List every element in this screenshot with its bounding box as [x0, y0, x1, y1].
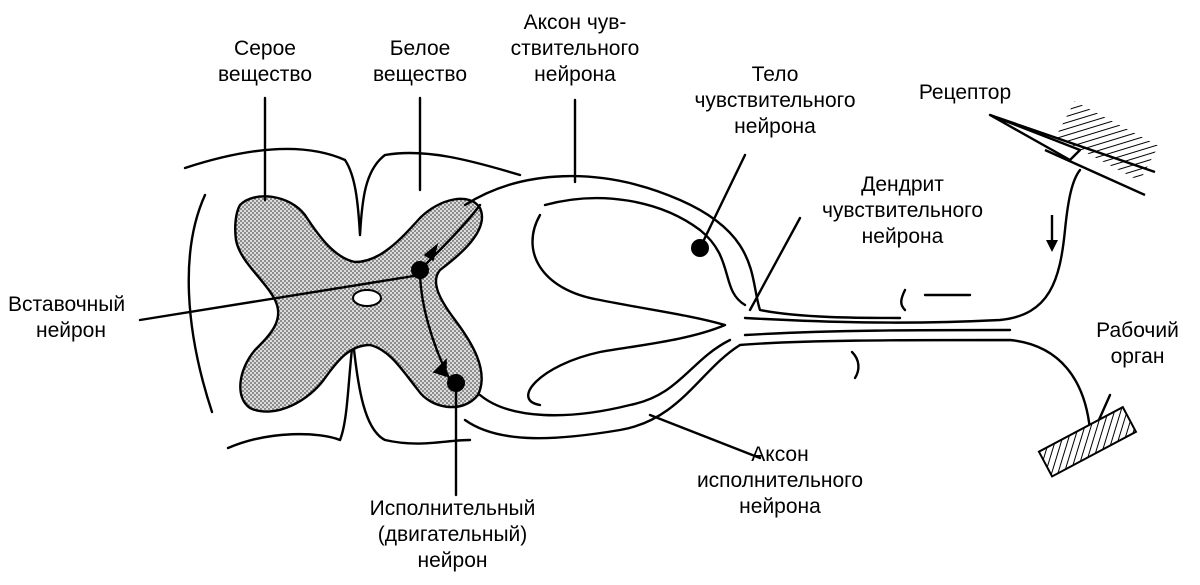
- spinal-cord-outline: [183, 147, 522, 237]
- ventral-root-outer: [463, 338, 1092, 440]
- label-motor-neuron: Исполнительный (двигательный) нейрон: [369, 497, 536, 572]
- leader-interneuron: [138, 273, 422, 322]
- down-arrow-head: [1046, 240, 1058, 252]
- nerve-branch-low: [850, 350, 860, 380]
- label-motor-axon: Аксон исполнительного нейрона: [696, 443, 864, 518]
- dorsal-root-inner: [543, 196, 747, 307]
- sensory-neuron-body: [691, 239, 709, 257]
- nerve-branch-short: [900, 288, 907, 312]
- label-effector: Рабочий орган: [1096, 319, 1179, 368]
- interneuron-body: [411, 261, 429, 279]
- leader-motor-axon: [648, 413, 762, 460]
- leader-sensory-dendrite: [748, 216, 802, 312]
- ventral-root-inner: [478, 338, 732, 417]
- arrow-head-lower: [432, 358, 447, 378]
- label-sensory-body: Тело чувствительного нейрона: [694, 63, 856, 138]
- ganglion-loop: [527, 213, 727, 407]
- spinal-cord-left-edge: [187, 193, 214, 414]
- effector-structure: [1037, 405, 1138, 478]
- nerve-lower: [743, 328, 1012, 337]
- arrow-head-upper: [423, 242, 439, 262]
- label-sensory-dendrite: Дендрит чувствительного нейрона: [821, 173, 984, 248]
- central-canal: [352, 289, 382, 307]
- label-white-matter: Белое вещество: [372, 37, 468, 86]
- nerve-upper: [743, 168, 1082, 324]
- label-sensory-axon: Аксон чув- ствительного нейрона: [510, 11, 640, 86]
- receptor-structure: [988, 101, 1159, 197]
- label-interneuron: Вставочный нейрон: [8, 293, 126, 342]
- motor-neuron-body: [447, 374, 465, 392]
- label-receptor: Рецептор: [918, 81, 1012, 104]
- dorsal-root-outer: [463, 174, 902, 320]
- leader-sensory-body: [698, 153, 747, 250]
- label-gray-matter: Серое вещество: [217, 37, 313, 86]
- sensory-path: [418, 203, 482, 272]
